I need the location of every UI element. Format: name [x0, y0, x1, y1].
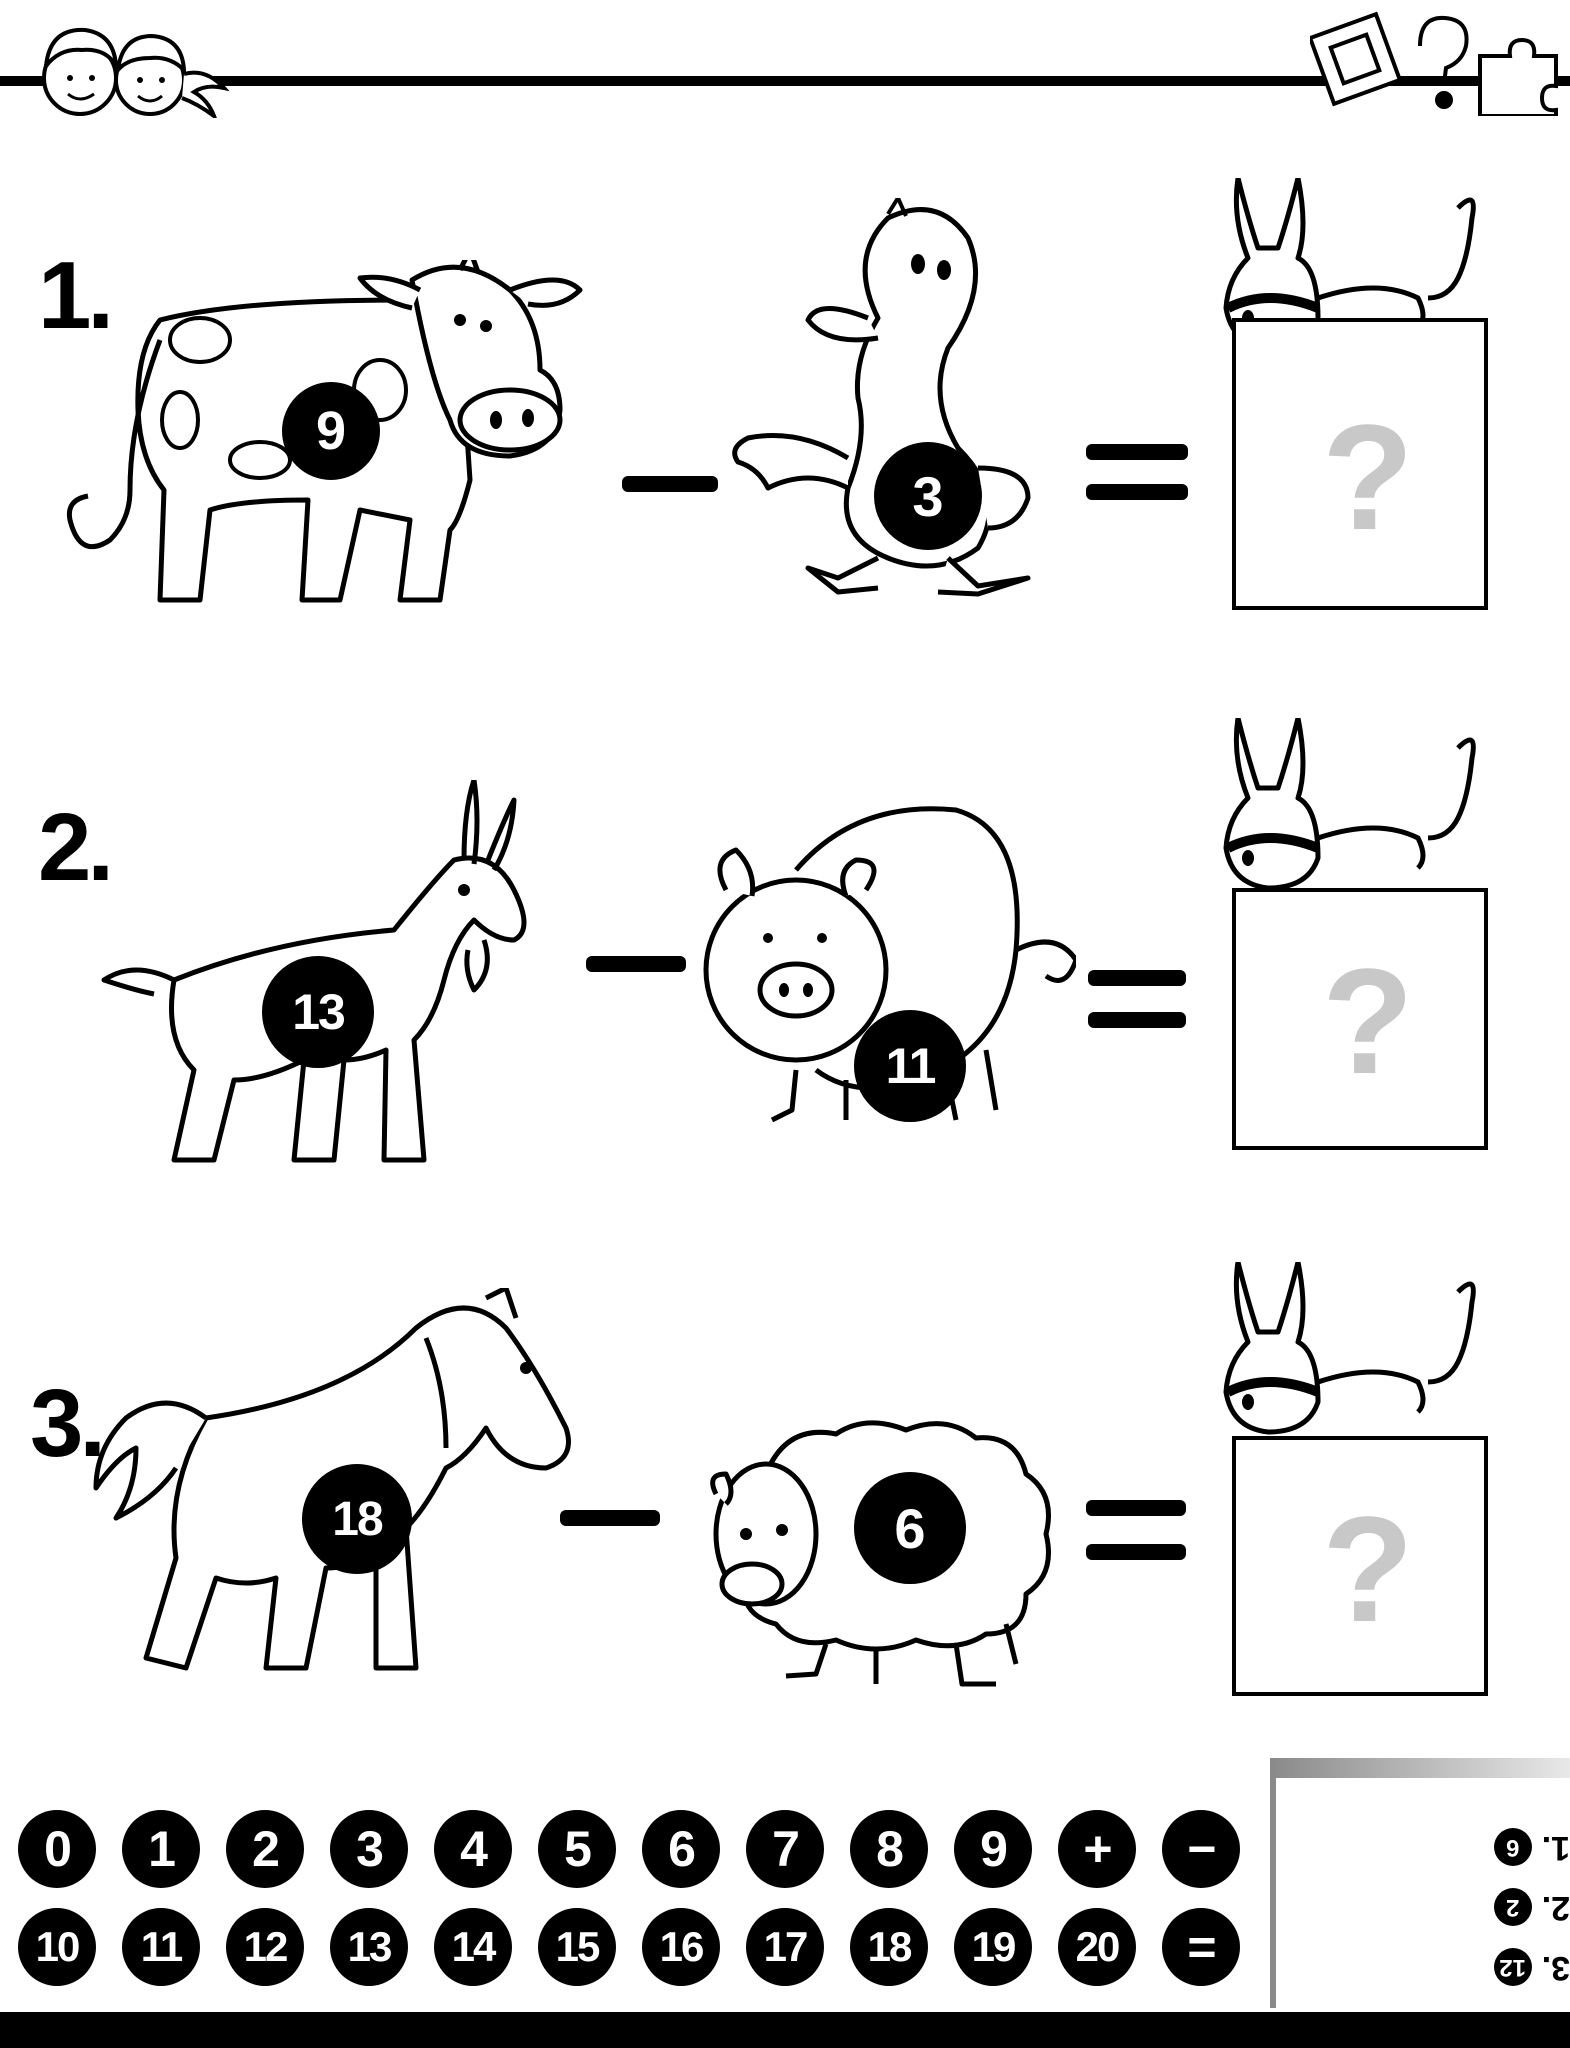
- donkey-icon: [1223, 718, 1476, 891]
- question-mark: ?: [1322, 937, 1414, 1105]
- key-circle: 5: [538, 1810, 616, 1888]
- solutions-top-bar: [1270, 1758, 1570, 1778]
- value-badge: 3: [874, 442, 982, 550]
- value-badge: 9: [282, 382, 380, 480]
- equals-bottom-bar: [1086, 484, 1188, 500]
- problem-number: 3.: [30, 1370, 106, 1477]
- key-circle: 13: [330, 1908, 408, 1986]
- minus-operator: [586, 956, 686, 972]
- sheep-icon: [710, 1420, 1051, 1687]
- solutions-left-bar: [1270, 1758, 1276, 2008]
- key-circle: 17: [746, 1908, 824, 1986]
- value-badge: 13: [262, 956, 374, 1068]
- solution-label: 3.: [1541, 1949, 1570, 1987]
- value-badge: 6: [854, 1472, 966, 1584]
- key-circle: 16: [642, 1908, 720, 1986]
- equals-top-bar: [1086, 1500, 1186, 1516]
- key-circle: 18: [850, 1908, 928, 1986]
- answer-box[interactable]: [1232, 318, 1488, 610]
- value-badge: 11: [854, 1010, 966, 1122]
- key-circle: 2: [226, 1810, 304, 1888]
- solution-label: 1.: [1541, 1829, 1570, 1867]
- key-circle: 3: [330, 1810, 408, 1888]
- donkey-icon: [1223, 178, 1476, 351]
- solutions-panel: 1. 6 2. 2 3. 12: [1270, 1758, 1570, 2008]
- problem-number: 2.: [38, 794, 114, 901]
- key-circle: 20: [1058, 1908, 1136, 1986]
- pig-icon: [703, 806, 1076, 1123]
- key-circle: 7: [746, 1810, 824, 1888]
- equals-top-bar: [1088, 970, 1186, 986]
- key-circle: −: [1162, 1810, 1240, 1888]
- key-circle: 11: [122, 1908, 200, 1986]
- equals-top-bar: [1086, 444, 1188, 460]
- key-circle: +: [1058, 1810, 1136, 1888]
- solution-label: 2.: [1541, 1889, 1570, 1927]
- key-circle: 4: [434, 1810, 512, 1888]
- solution-line: 2. 2: [1310, 1888, 1570, 1927]
- solution-line: 3. 12: [1310, 1948, 1570, 1987]
- key-circle: 0: [18, 1810, 96, 1888]
- problem-number: 1.: [38, 242, 114, 349]
- minus-operator: [622, 476, 718, 492]
- minus-operator: [560, 1510, 660, 1526]
- donkey-icon: [1223, 1262, 1476, 1435]
- solution-value: 12: [1493, 1948, 1532, 1987]
- equals-bottom-bar: [1088, 1012, 1186, 1028]
- key-circle: 19: [954, 1908, 1032, 1986]
- footer-bar: [0, 2012, 1570, 2048]
- header-line: [0, 76, 1570, 86]
- key-circle: 10: [18, 1908, 96, 1986]
- answer-box[interactable]: [1232, 888, 1488, 1150]
- answer-box[interactable]: [1232, 1436, 1488, 1696]
- key-circle: 1: [122, 1810, 200, 1888]
- question-mark: ?: [1322, 1485, 1414, 1653]
- key-circle: 14: [434, 1908, 512, 1986]
- key-circle: 6: [642, 1810, 720, 1888]
- solution-line: 1. 6: [1310, 1828, 1570, 1867]
- solution-value: 6: [1493, 1828, 1532, 1867]
- key-circle: 15: [538, 1908, 616, 1986]
- question-mark: ?: [1322, 393, 1414, 561]
- key-circle: 12: [226, 1908, 304, 1986]
- solution-value: 2: [1493, 1888, 1532, 1927]
- equals-bottom-bar: [1086, 1544, 1186, 1560]
- puzzle-icons: [1310, 11, 1558, 116]
- kids-faces-icon: [42, 27, 230, 118]
- key-circle: 8: [850, 1810, 928, 1888]
- value-badge: 18: [302, 1464, 412, 1574]
- key-circle: 9: [954, 1810, 1032, 1888]
- key-circle: =: [1162, 1908, 1240, 1986]
